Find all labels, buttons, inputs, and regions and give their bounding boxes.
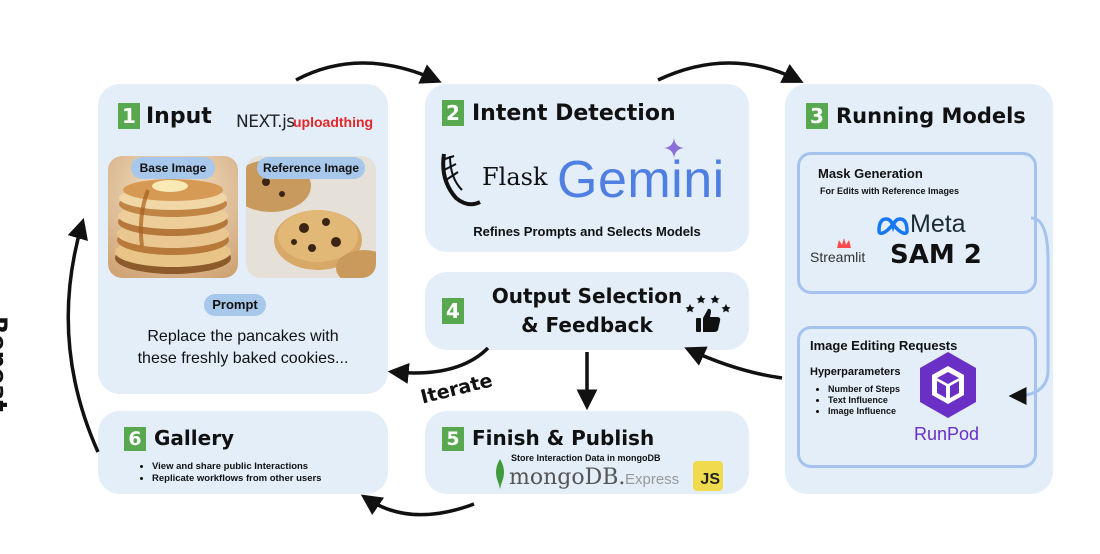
hyperparameter-item: Text Influence [828,395,900,405]
mongodb-logo: mongoDB. [509,465,626,490]
step-number-4: 4 [442,298,464,324]
image-editing-title: Image Editing Requests [810,338,958,353]
gallery-title-text: Gallery [154,426,235,450]
express-logo: Express [625,471,680,488]
models-title: 3 Running Models [806,103,1026,129]
gallery-bullet: Replicate workflows from other users [152,473,321,484]
step-number-6: 6 [124,427,146,451]
input-title-text: Input [146,104,212,129]
step-number-1: 1 [118,103,140,129]
mask-generation-subtitle: For Edits with Reference Images [820,186,960,196]
nextjs-logo-text: NEXT.js [236,112,295,132]
arrow-intent-to-models [657,61,804,83]
runpod-logo: RunPod [914,424,980,444]
thumbs-up-stars-icon [684,292,732,341]
repeat-label: Repeat [0,316,12,412]
step-number-5: 5 [442,427,464,451]
gemini-logo: Gemini [557,151,725,209]
arrow-finish-to-gallery [360,494,475,517]
output-title-line1: Output Selection [491,284,683,308]
hyperparameter-item: Image Influence [828,406,900,416]
gallery-title: 6 Gallery [124,426,234,451]
flask-logo: Flask [482,163,548,191]
output-selection-panel [425,272,749,350]
hyperparameter-list: Number of Steps Text Influence Image Inf… [814,383,900,417]
arrow-repeat [66,217,100,453]
sam2-logo: SAM 2 [890,240,982,270]
finish-caption: Store Interaction Data in mongoDB [511,453,661,463]
uploadthing-logo: uploadthing [293,114,374,130]
runpod-icon [918,350,978,425]
arrow-iterate [387,346,490,384]
meta-icon [876,215,910,240]
mask-generation-title: Mask Generation [818,166,923,181]
base-image-label: Base Image [131,157,215,179]
arrow-input-to-intent [295,61,442,84]
javascript-logo: JS [693,461,723,491]
streamlit-logo: Streamlit [810,249,866,265]
intent-title-text: Intent Detection [472,101,676,126]
step-number-2: 2 [442,100,464,126]
iterate-label: Iterate [418,369,495,409]
gemini-star-icon [664,138,684,163]
prompt-label: Prompt [204,294,266,316]
flask-icon [438,150,484,213]
gallery-panel [98,411,388,494]
finish-title-text: Finish & Publish [472,426,655,450]
arrow-models-to-output [684,346,783,380]
gallery-bullet: View and share public Interactions [152,461,321,472]
streamlit-icon [836,236,852,254]
base-image [108,156,238,278]
models-title-text: Running Models [836,104,1026,128]
output-title-line2: & Feedback [521,313,653,337]
javascript-logo-text: JS [700,471,720,488]
finish-title: 5 Finish & Publish [442,426,654,451]
intent-detection-panel [425,84,749,252]
intent-title: 2 Intent Detection [442,100,676,126]
prompt-text-line1: Replace the pancakes with [147,328,339,345]
prompt-text-line2: these freshly baked cookies... [137,350,349,367]
step-number-3: 3 [806,103,828,129]
hyperparameters-label: Hyperparameters [810,366,901,378]
mongodb-leaf-icon [494,459,506,494]
gallery-bullets: View and share public Interactions Repli… [138,460,321,485]
intent-caption: Refines Prompts and Selects Models [473,224,701,239]
hyperparameter-item: Number of Steps [828,384,900,394]
meta-logo: Meta [910,210,966,238]
image-editing-box [797,326,1037,468]
reference-image-label: Reference Image [257,157,365,179]
mask-generation-box [797,152,1037,294]
nextjs-logo: NEXT.js [236,112,295,132]
